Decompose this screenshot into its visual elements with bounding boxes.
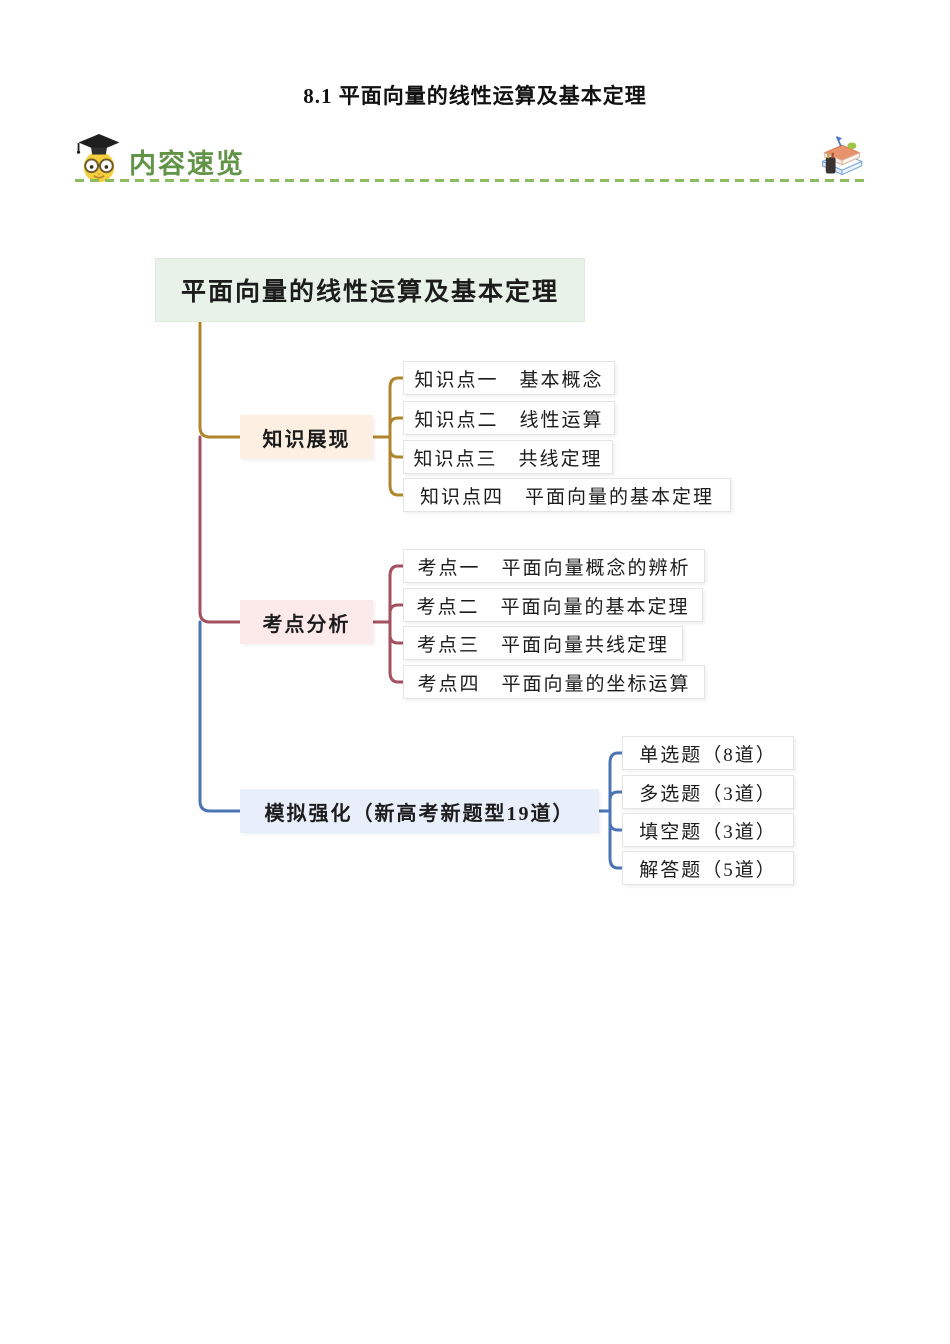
leaf-node-practice-1: 单选题（8道） (622, 736, 794, 770)
leaf-node-practice-2: 多选题（3道） (622, 775, 794, 809)
connector-line (388, 633, 405, 645)
leaf-node-exam-2: 考点二 平面向量的基本定理 (403, 588, 703, 622)
connector-line (608, 820, 624, 832)
connector-line (388, 435, 405, 497)
connector-line (198, 435, 242, 624)
leaf-node-knowledge-3: 知识点三 共线定理 (403, 440, 613, 474)
owl-graduate-icon (76, 134, 120, 183)
connector-line (608, 790, 624, 802)
section-header: 内容速览 (75, 132, 870, 184)
connector-line (608, 809, 624, 870)
connector-line (198, 320, 242, 439)
branch-node-knowledge: 知识展现 (240, 415, 373, 459)
page-title: 8.1 平面向量的线性运算及基本定理 (303, 84, 647, 108)
connector-line (388, 447, 405, 459)
leaf-node-exam-3: 考点三 平面向量共线定理 (403, 626, 683, 660)
dashed-divider (75, 179, 870, 182)
branch-node-practice: 模拟强化（新高考新题型19道） (240, 789, 599, 833)
connector-line (388, 376, 405, 439)
mindmap-connectors (198, 320, 624, 870)
leaf-node-exam-1: 考点一 平面向量概念的辨析 (403, 549, 705, 583)
connector-line (388, 620, 405, 684)
leaf-node-knowledge-4: 知识点四 平面向量的基本定理 (403, 478, 731, 512)
mindmap: 平面向量的线性运算及基本定理 知识展现 知识点一 基本概念 知识点二 线性运算 … (155, 258, 794, 885)
leaf-node-practice-3: 填空题（3道） (622, 813, 794, 847)
connector-line (388, 416, 405, 428)
leaf-node-exam-4: 考点四 平面向量的坐标运算 (403, 665, 705, 699)
connector-line (198, 620, 242, 813)
mindmap-root-node: 平面向量的线性运算及基本定理 (155, 258, 585, 322)
branch-node-examination: 考点分析 (240, 600, 373, 644)
section-label: 内容速览 (129, 149, 245, 179)
connector-line (388, 603, 405, 615)
leaf-node-knowledge-1: 知识点一 基本概念 (403, 361, 615, 395)
leaf-node-practice-4: 解答题（5道） (622, 851, 794, 885)
connector-line (608, 751, 624, 813)
connector-line (388, 564, 405, 624)
books-stack-icon (821, 136, 863, 176)
leaf-node-knowledge-2: 知识点二 线性运算 (403, 401, 615, 435)
